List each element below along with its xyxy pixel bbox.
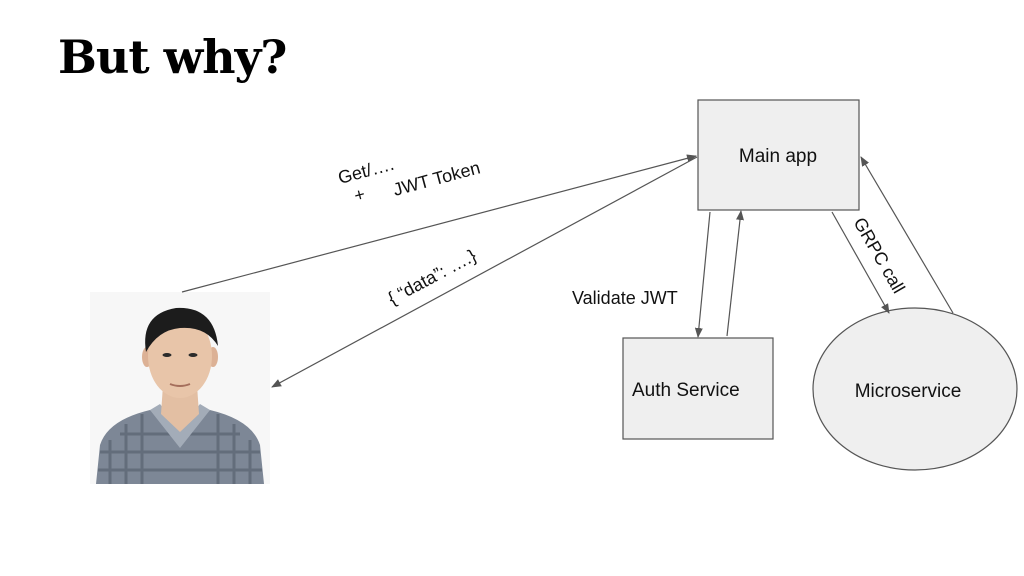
validate-response-arrow: [726, 210, 744, 337]
main-app-label: Main app: [739, 146, 817, 167]
microservice-node: [812, 307, 1018, 471]
grpc-response-arrow: [860, 156, 954, 314]
auth-service-label: Auth Service: [632, 380, 740, 401]
response-arrow: [271, 156, 698, 388]
main-app-node: [697, 99, 860, 211]
auth-service-node: [622, 337, 774, 440]
slide-title: But why?: [58, 30, 287, 84]
request-label-line2: JWT Token: [391, 157, 483, 199]
request-arrow: [181, 154, 697, 293]
grpc-request-arrow: [831, 211, 890, 314]
validate-request-arrow: [694, 211, 711, 338]
response-label: { “data”: ….}: [384, 245, 479, 308]
grpc-label: GRPC call: [850, 214, 909, 297]
request-label-line1: Get/….: [336, 154, 396, 188]
user-photo: [90, 292, 270, 484]
microservice-label: Microservice: [855, 381, 962, 402]
validate-label: Validate JWT: [572, 288, 678, 308]
request-label-plus: +: [352, 184, 367, 206]
